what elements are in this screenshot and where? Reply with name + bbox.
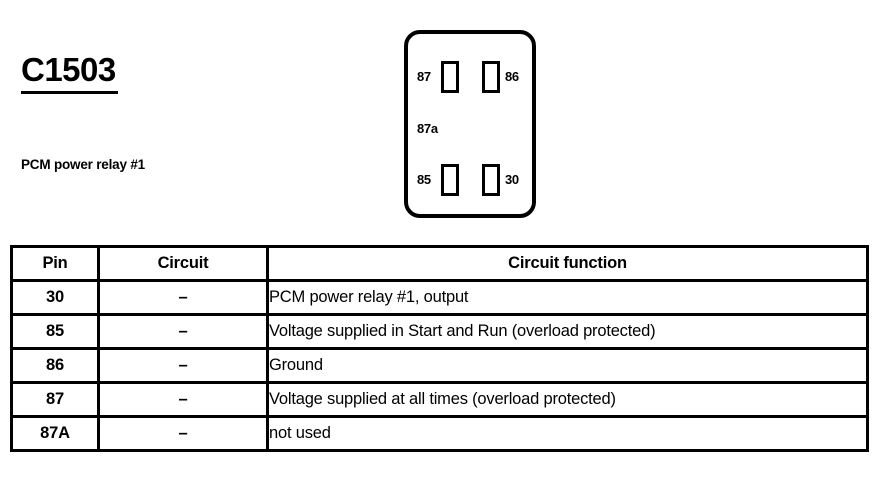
- connector-housing-outline: [404, 30, 536, 218]
- cell-circuit: –: [97, 415, 269, 452]
- column-header-circuit: Circuit: [97, 245, 269, 282]
- pin-slot-30-icon: [482, 164, 500, 196]
- table-row: 87 – Voltage supplied at all times (over…: [10, 381, 869, 418]
- cell-circuit-function: PCM power relay #1, output: [266, 279, 869, 316]
- cell-circuit: –: [97, 279, 269, 316]
- cell-pin: 85: [10, 313, 100, 350]
- pin-label-87: 87: [417, 69, 431, 84]
- table-row: 30 – PCM power relay #1, output: [10, 279, 869, 316]
- cell-pin: 87A: [10, 415, 100, 452]
- pin-label-85: 85: [417, 172, 431, 187]
- cell-circuit: –: [97, 381, 269, 418]
- pin-slot-87-icon: [441, 61, 459, 93]
- pin-slot-86-icon: [482, 61, 500, 93]
- table-row: 87A – not used: [10, 415, 869, 452]
- pin-assignment-table: Pin Circuit Circuit function 30 – PCM po…: [10, 245, 869, 452]
- cell-circuit: –: [97, 347, 269, 384]
- pin-label-30: 30: [505, 172, 519, 187]
- column-header-pin: Pin: [10, 245, 100, 282]
- connector-description: PCM power relay #1: [21, 157, 145, 172]
- cell-pin: 86: [10, 347, 100, 384]
- cell-pin: 87: [10, 381, 100, 418]
- cell-circuit-function: Voltage supplied at all times (overload …: [266, 381, 869, 418]
- table-row: 85 – Voltage supplied in Start and Run (…: [10, 313, 869, 350]
- cell-circuit-function: Voltage supplied in Start and Run (overl…: [266, 313, 869, 350]
- cell-circuit: –: [97, 313, 269, 350]
- page-title: C1503: [21, 52, 118, 94]
- column-header-circuit-function: Circuit function: [266, 245, 869, 282]
- pin-slot-85-icon: [441, 164, 459, 196]
- connector-title-block: C1503: [21, 52, 361, 94]
- cell-pin: 30: [10, 279, 100, 316]
- table-row: 86 – Ground: [10, 347, 869, 384]
- relay-connector-diagram: 87 86 87a 85 30: [404, 30, 536, 218]
- cell-circuit-function: Ground: [266, 347, 869, 384]
- table-header-row: Pin Circuit Circuit function: [10, 245, 869, 282]
- pin-label-86: 86: [505, 69, 519, 84]
- pin-table-container: Pin Circuit Circuit function 30 – PCM po…: [10, 245, 869, 452]
- cell-circuit-function: not used: [266, 415, 869, 452]
- pin-label-87a: 87a: [417, 121, 438, 136]
